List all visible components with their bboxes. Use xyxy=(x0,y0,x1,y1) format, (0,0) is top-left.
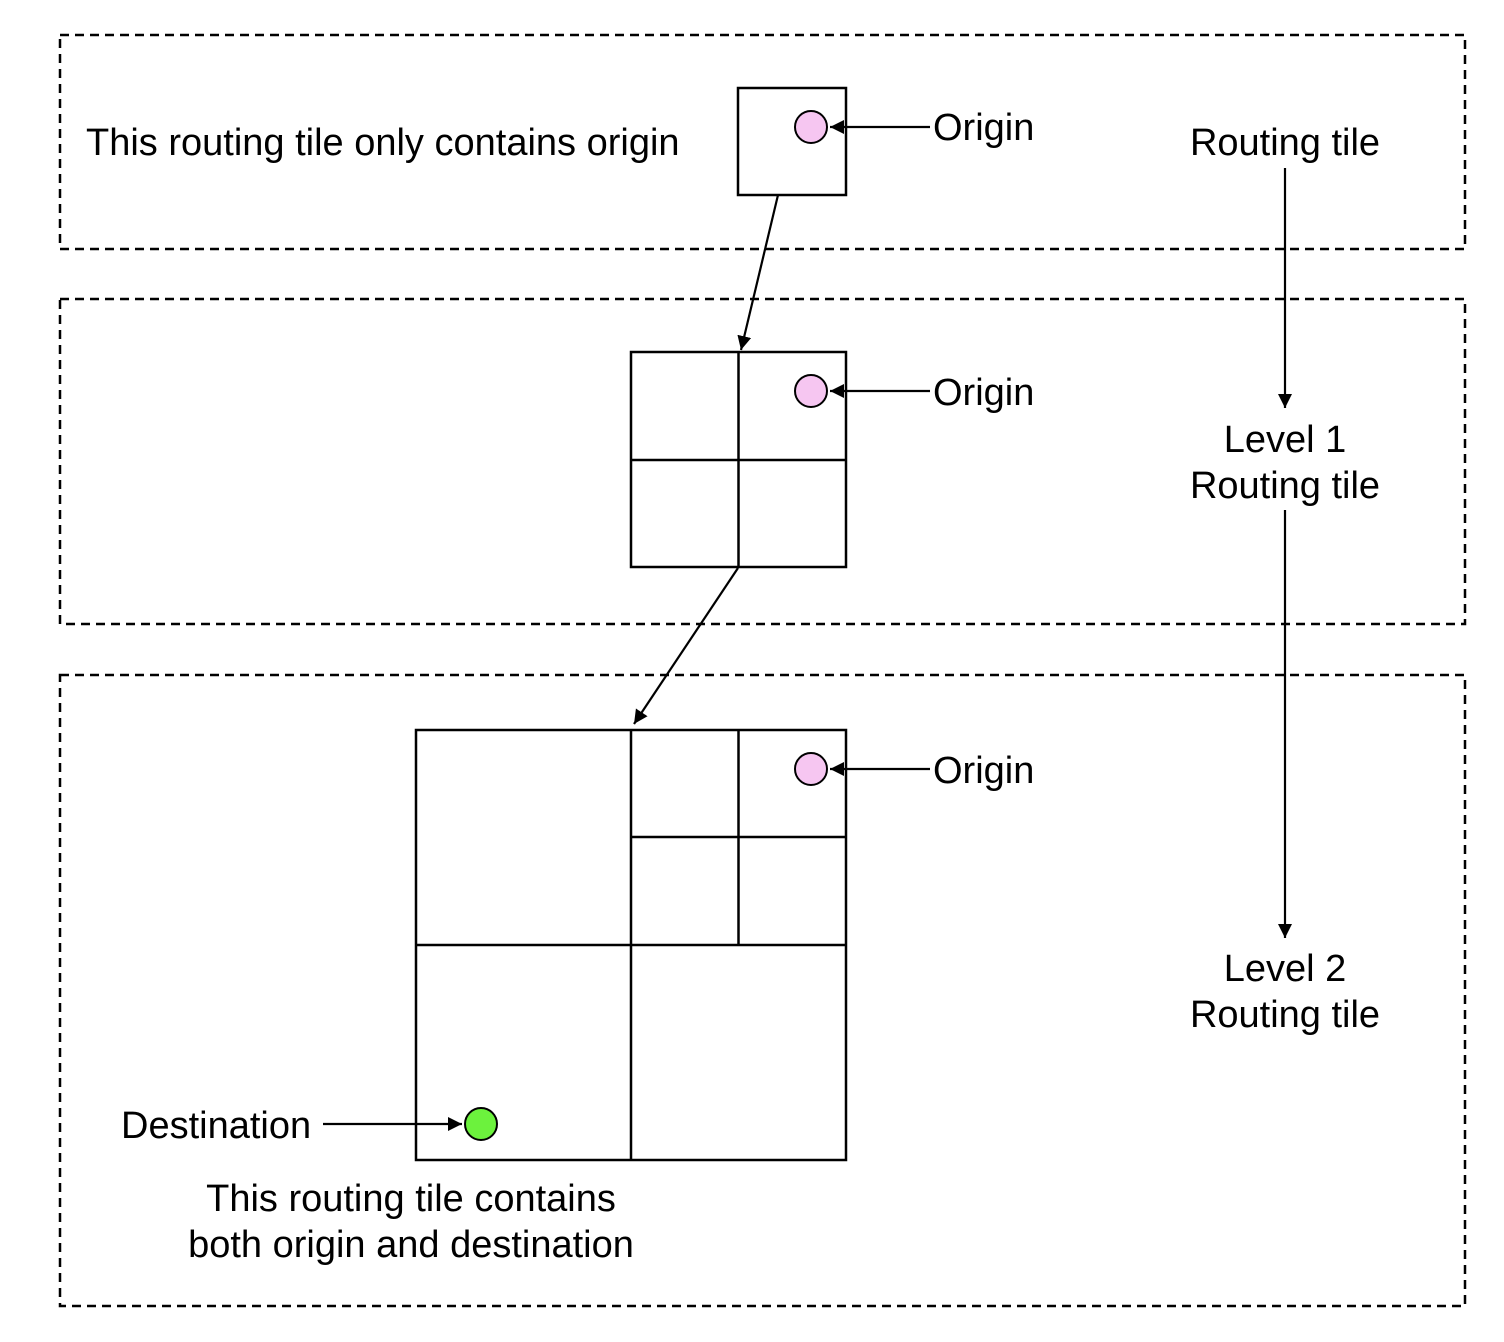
origin-label-top: Origin xyxy=(933,107,1034,149)
level1-label-line2: Routing tile xyxy=(1190,465,1380,507)
zoom-arrow-top-to-level1 xyxy=(737,194,780,351)
destination-label: Destination xyxy=(121,1105,311,1147)
top-description-label: This routing tile only contains origin xyxy=(86,122,680,164)
level1-label-line1: Level 1 xyxy=(1224,419,1347,461)
zoom-arrow-level1-to-level2 xyxy=(633,567,739,725)
level2-label-line2: Routing tile xyxy=(1190,994,1380,1036)
middle-panel xyxy=(58,297,1467,626)
destination-marker xyxy=(464,1107,498,1141)
origin-marker-top xyxy=(794,110,828,144)
level2-description-line1: This routing tile contains xyxy=(206,1178,616,1220)
level2-description-line2: both origin and destination xyxy=(188,1224,634,1266)
origin-label-bottom: Origin xyxy=(933,750,1034,792)
origin-marker-middle xyxy=(794,374,828,408)
routing-tile-level-label: Routing tile xyxy=(1190,122,1380,164)
bottom-panel xyxy=(58,673,1467,1308)
top-routing-tile xyxy=(736,86,848,197)
origin-marker-bottom xyxy=(794,752,828,786)
level2-label-line1: Level 2 xyxy=(1224,948,1347,990)
origin-label-middle: Origin xyxy=(933,372,1034,414)
